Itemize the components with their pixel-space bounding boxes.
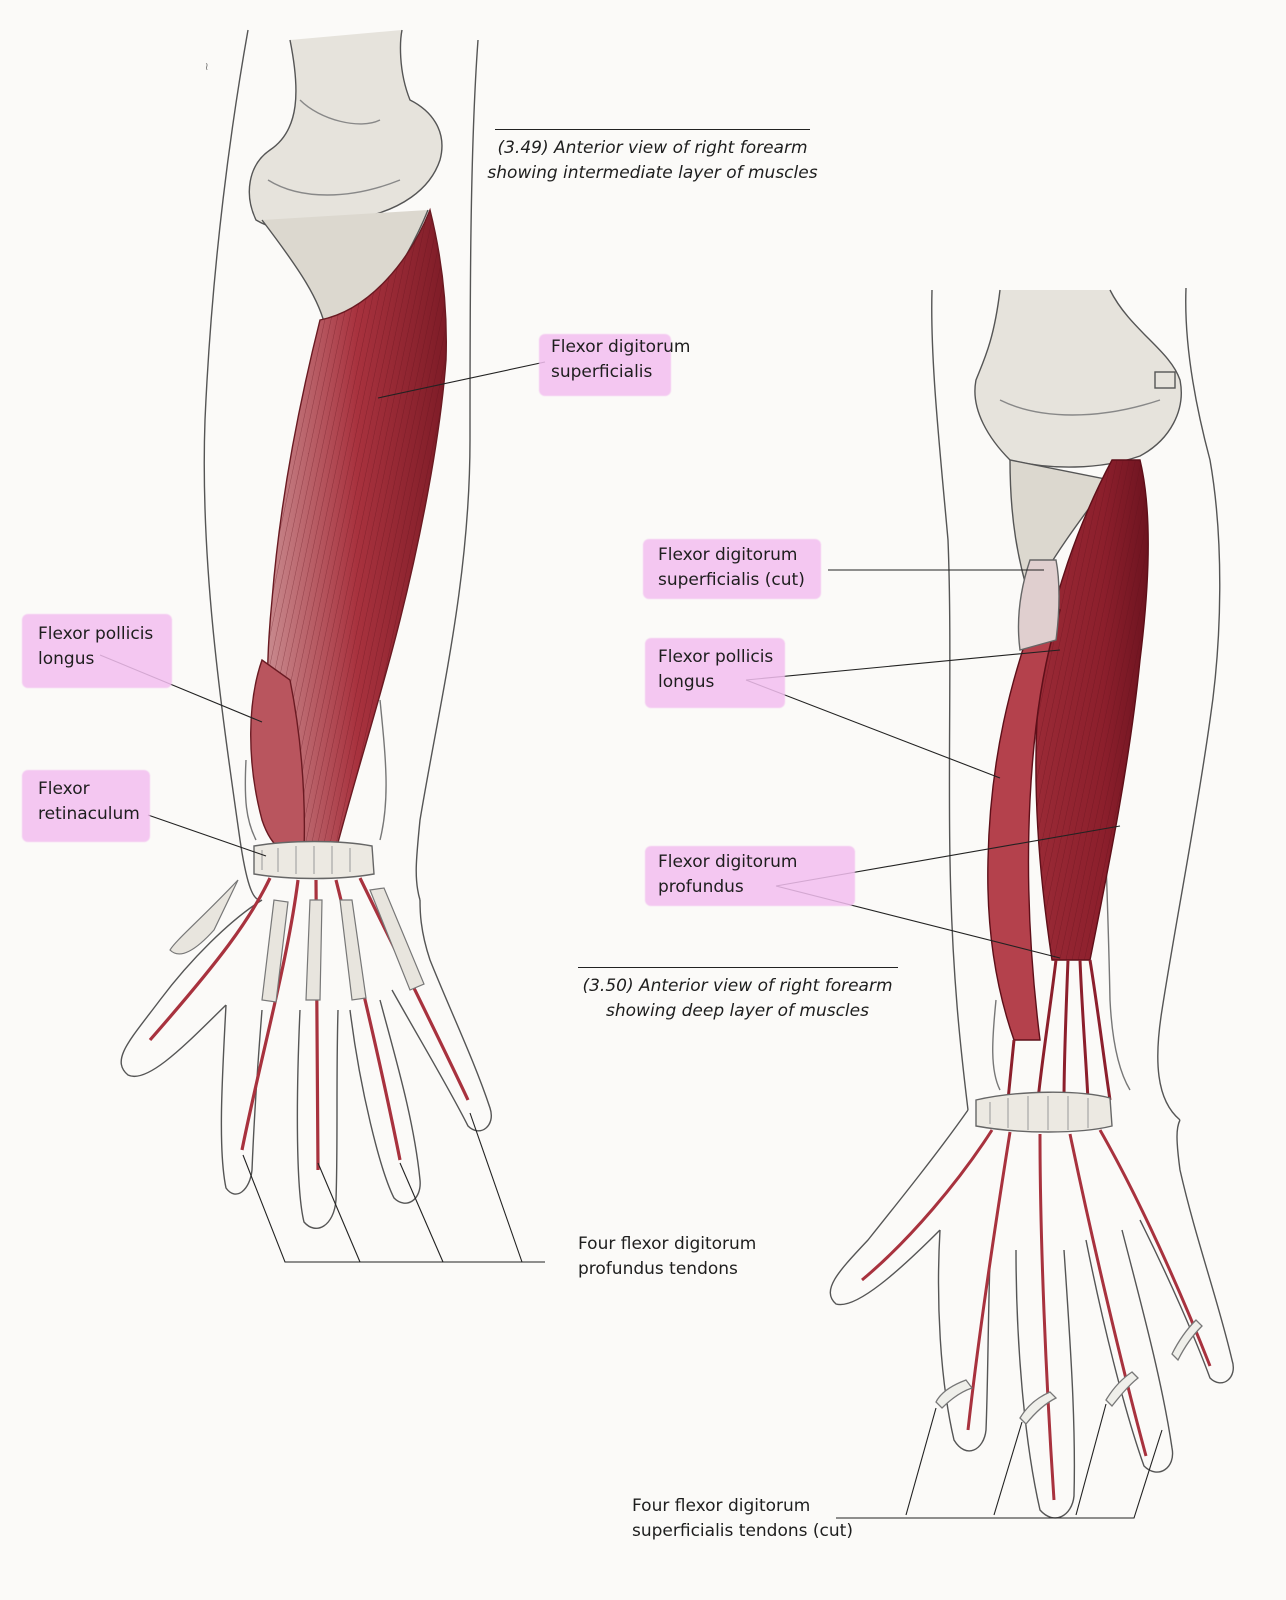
caption-fig-3-50: (3.50) Anterior view of right forearm sh… <box>582 976 893 1021</box>
highlight-right-fdp <box>645 846 855 906</box>
caption-fig-3-49: (3.49) Anterior view of right forearm sh… <box>487 138 818 183</box>
label-left-four-fdp-tendons: Four flexor digitorum profundus tendons <box>578 1234 757 1279</box>
label-left-flexor-digitorum-superficialis: Flexor digitorum superficialis <box>551 337 691 382</box>
highlight-right-fds-cut <box>643 539 821 599</box>
left-forearm <box>120 29 492 1229</box>
highlight-left-fds <box>539 334 671 396</box>
label-right-flexor-pollicis-longus: Flexor pollicis longus <box>658 647 774 692</box>
right-forearm <box>829 287 1234 1519</box>
label-right-four-fds-tendons-cut: Four flexor digitorum superficialis tend… <box>632 1496 853 1541</box>
highlight-left-retinaculum <box>22 770 150 842</box>
caption-rule-349 <box>495 129 810 130</box>
label-left-flexor-retinaculum: Flexor retinaculum <box>38 779 140 824</box>
artist-signature: ~ <box>200 61 214 72</box>
label-right-flexor-digitorum-profundus: Flexor digitorum profundus <box>658 852 798 897</box>
label-left-flexor-pollicis-longus: Flexor pollicis longus <box>38 624 154 669</box>
highlight-left-fpl <box>22 614 172 688</box>
highlight-right-fpl <box>645 638 785 708</box>
caption-rule-350 <box>578 967 898 968</box>
label-right-flexor-digitorum-superficialis-cut: Flexor digitorum superficialis (cut) <box>658 545 805 590</box>
